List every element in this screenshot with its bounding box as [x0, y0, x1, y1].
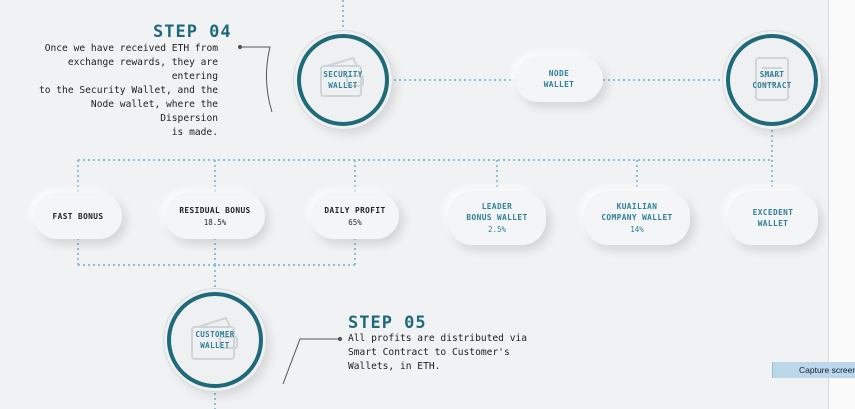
branch-label: KUAILIAN COMPANY WALLET — [601, 202, 673, 222]
wallet-watermark-icon — [320, 56, 364, 97]
branch-label: RESIDUAL BONUS — [179, 205, 251, 215]
branch-value: 65% — [348, 217, 362, 227]
right-edge-panel — [828, 0, 855, 409]
capture-screen-chip[interactable]: Capture screen — [772, 362, 855, 378]
customer-wallet-circle[interactable]: CUSTOMER WALLET — [167, 292, 263, 388]
security-wallet-circle[interactable]: SECURITY WALLET — [297, 34, 389, 126]
fast-bonus-node[interactable]: FAST BONUS — [34, 193, 122, 239]
smart-contract-label: SMART CONTRACT — [752, 70, 792, 90]
daily-profit-node[interactable]: DAILY PROFIT 65% — [311, 193, 399, 239]
step04-description: Once we have received ETH from exchange … — [38, 43, 218, 138]
step04-pointer — [240, 46, 273, 113]
step04-heading: STEP 04 — [153, 22, 232, 42]
branch-label: DAILY PROFIT — [324, 205, 386, 215]
branch-label: EXCEDENT WALLET — [752, 208, 794, 228]
step05-description: All profits are distributed via Smart Co… — [348, 333, 528, 372]
branch-value: 2.5% — [487, 225, 507, 234]
branch-value: 14% — [630, 225, 644, 234]
security-wallet-label: SECURITY WALLET — [323, 70, 363, 90]
excedent-wallet-node[interactable]: EXCEDENT WALLET — [728, 191, 818, 245]
contract-watermark-icon — [755, 57, 789, 101]
leader-bonus-wallet-node[interactable]: LEADER BONUS WALLET 2.5% — [448, 191, 546, 245]
branch-value: 18.5% — [203, 217, 227, 227]
node-wallet-node[interactable]: NODE WALLET — [515, 56, 603, 102]
wallet-watermark-icon — [191, 316, 238, 360]
kuailian-company-wallet-node[interactable]: KUAILIAN COMPANY WALLET 14% — [584, 191, 690, 245]
node-wallet-label: NODE WALLET — [543, 69, 575, 89]
branch-label: FAST BONUS — [52, 211, 104, 221]
step05-pointer — [282, 338, 340, 385]
smart-contract-circle[interactable]: SMART CONTRACT — [726, 34, 818, 126]
residual-bonus-node[interactable]: RESIDUAL BONUS 18.5% — [165, 193, 265, 239]
customer-wallet-label: CUSTOMER WALLET — [195, 330, 235, 350]
step05-heading: STEP 05 — [348, 313, 427, 333]
branch-label: LEADER BONUS WALLET — [466, 202, 528, 222]
